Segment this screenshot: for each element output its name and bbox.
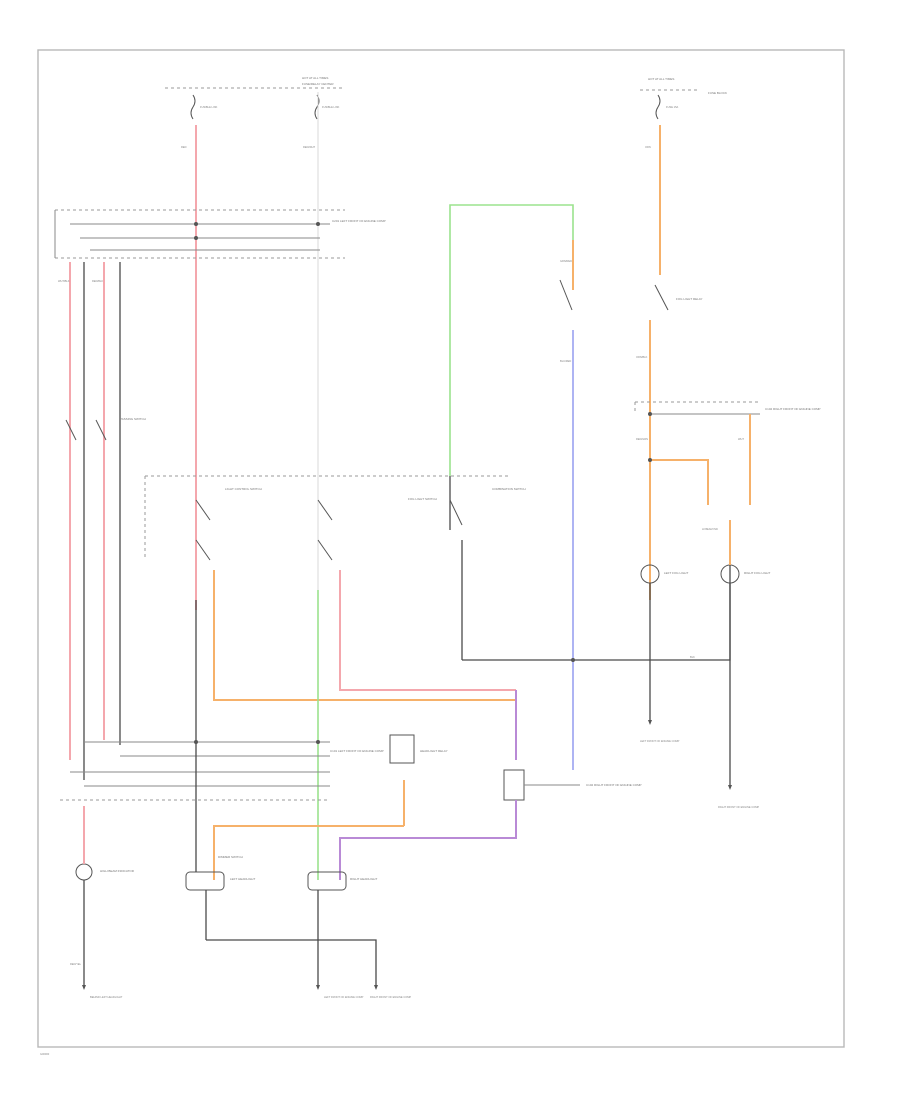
diagram-footer-code: G00000 bbox=[40, 1052, 50, 1056]
label-left-headlight: LEFT HEADLIGHT bbox=[230, 877, 255, 881]
wire-code-w11: RED/GRN bbox=[636, 437, 648, 441]
ground-symbol-right-a bbox=[648, 720, 652, 725]
label-left-fog: LEFT FOG LIGHT bbox=[664, 571, 688, 575]
splice-node bbox=[194, 740, 198, 744]
splice-node bbox=[648, 458, 652, 462]
switch-contact-center-2 bbox=[317, 539, 333, 561]
label-ground-right-b: RIGHT FRONT OF ENGINE COMP bbox=[718, 805, 759, 809]
fog-relay-box bbox=[503, 769, 525, 801]
wire-code-w8: BLK bbox=[690, 655, 695, 659]
switch-contact-left-2 bbox=[195, 539, 211, 561]
ground-symbol-center bbox=[316, 985, 320, 990]
fuse-15a-symbol bbox=[655, 94, 661, 120]
ground-symbol-right-b bbox=[728, 785, 732, 790]
ground-symbol-center-2 bbox=[374, 985, 378, 990]
fog-relay-contact bbox=[559, 279, 573, 311]
label-c101: C101 LEFT FRONT OF ENGINE COMP bbox=[330, 749, 384, 753]
splice-node bbox=[571, 658, 575, 662]
wire-black-bus bbox=[462, 560, 731, 661]
label-combination-switch-dimmer: DIMMER SWITCH bbox=[218, 855, 243, 859]
label-right-headlight: RIGHT HEADLIGHT bbox=[350, 877, 377, 881]
label-ground-right-a: LEFT FRONT OF ENGINE COMP bbox=[640, 739, 680, 743]
label-ground-center: LEFT FRONT OF ENGINE COMP bbox=[324, 995, 364, 999]
headlight-relay-box bbox=[389, 734, 415, 764]
label-headlight-relay: HEADLIGHT RELAY bbox=[420, 749, 448, 753]
wire-orange-lower bbox=[213, 825, 404, 880]
switch-contact-left-1 bbox=[195, 499, 211, 521]
label-fuse-c: FUSE 15A bbox=[666, 105, 679, 109]
wire-orange-fog-branch bbox=[650, 459, 709, 505]
label-c201-top: C201 LEFT FRONT OF ENGINE COMP bbox=[332, 219, 386, 223]
wire-pink-center-switch bbox=[339, 570, 516, 691]
wire-purple-lower bbox=[339, 800, 517, 880]
label-ground-left: BEHIND LEFT HEADLIGHT bbox=[90, 995, 123, 999]
switch-contact-center-1 bbox=[317, 499, 333, 521]
high-beam-indicator-lamp bbox=[75, 863, 93, 881]
label-right-fog: RIGHT FOG LIGHT bbox=[744, 571, 770, 575]
label-passing-switch: PASSING SWITCH bbox=[120, 417, 146, 421]
label-high-beam-indicator: HIGH BEAM INDICATOR bbox=[100, 869, 135, 873]
diagram-frame bbox=[37, 49, 845, 1048]
label-light-control-switch: LIGHT CONTROL SWITCH bbox=[225, 487, 262, 491]
splice-node bbox=[194, 236, 198, 240]
right-headlight-symbol bbox=[307, 871, 347, 891]
label-fuse-a: FUSIBLE LINK bbox=[200, 105, 218, 109]
fusible-link-b-symbol bbox=[314, 94, 320, 120]
wire-code-w7: ORN bbox=[645, 145, 651, 149]
wire-code-w3: WHT/BLK bbox=[58, 279, 70, 283]
label-fuse-block: FUSE BLOCK bbox=[708, 91, 727, 95]
splice-node bbox=[648, 412, 652, 416]
fusible-link-a-symbol bbox=[190, 94, 196, 120]
splice-node bbox=[316, 740, 320, 744]
ground-symbol-left bbox=[82, 985, 86, 990]
fog-switch-contact bbox=[449, 499, 463, 526]
splice-node bbox=[316, 222, 320, 226]
wire-code-w9: RED/YEL bbox=[70, 962, 82, 966]
label-fuse-b: FUSIBLE LINK bbox=[322, 105, 340, 109]
splice-node bbox=[194, 222, 198, 226]
label-hot-at-all-times-right: HOT AT ALL TIMES bbox=[648, 77, 674, 81]
label-ground-center-2: RIGHT FRONT OF ENGINE COMP bbox=[370, 995, 411, 999]
wire-code-w5: GRN/RED bbox=[560, 259, 572, 263]
label-c102-right: C102 RIGHT FRONT OF ENGINE COMP bbox=[765, 407, 821, 411]
fog-relay-right-contact bbox=[654, 284, 669, 311]
wire-code-w4: RED/BLK bbox=[92, 279, 103, 283]
passing-switch-contact-a bbox=[65, 419, 77, 441]
label-combination-switch: COMBINATION SWITCH bbox=[492, 487, 526, 491]
wire-code-w1: RED bbox=[181, 145, 187, 149]
wire-green-top bbox=[449, 204, 574, 476]
wire-orange-left-switch bbox=[213, 570, 516, 701]
label-indicator: HI BEAM IND bbox=[702, 527, 718, 531]
wire-code-w10: WHT bbox=[738, 437, 744, 441]
passing-switch-contact-b bbox=[95, 419, 107, 441]
label-hot-at-all-times-left: HOT AT ALL TIMES bbox=[302, 76, 328, 80]
wire-code-w2: RED/WHT bbox=[303, 145, 316, 149]
label-c102: C102 RIGHT FRONT OF ENGINE COMP bbox=[586, 783, 642, 787]
wire-code-w6: BLU/RED bbox=[560, 359, 571, 363]
left-headlight-symbol bbox=[185, 871, 225, 891]
wire-black-ground-bus bbox=[206, 939, 377, 985]
wire-code-w12: ORN/BLK bbox=[636, 355, 648, 359]
label-fog-relay: FOG LIGHT RELAY bbox=[676, 297, 703, 301]
label-fog-switch: FOG LIGHT SWITCH bbox=[408, 497, 437, 501]
label-fuse-relay-center: FUSE/RELAY CENTER bbox=[302, 82, 334, 86]
